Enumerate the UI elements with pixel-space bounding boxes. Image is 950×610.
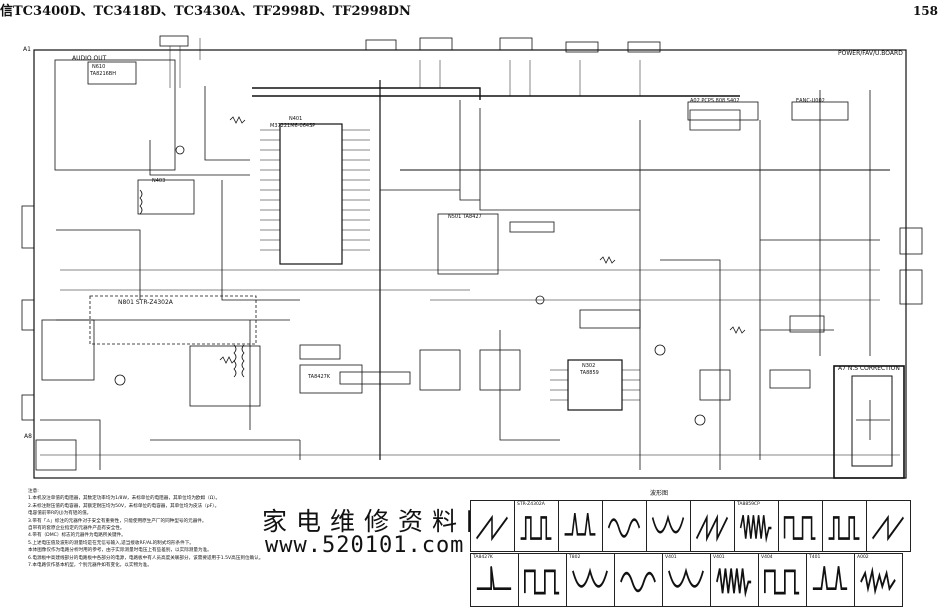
ramp-icon xyxy=(476,514,508,542)
n302-part-label: TA8859 xyxy=(580,370,599,376)
sine-icon xyxy=(607,518,641,538)
waveform-label: V401 xyxy=(713,555,725,560)
waveform-label: TA8859CP xyxy=(737,502,760,507)
a8-label: A8 xyxy=(24,433,32,440)
waveform-cell: A002 xyxy=(854,553,903,607)
waveform-label: V401 xyxy=(665,555,677,560)
waveform-cell: STR-Z4302A xyxy=(514,500,559,552)
waveform-cell xyxy=(822,500,867,552)
waveform-label: V404 xyxy=(761,555,773,560)
micro-ref-label: N401 xyxy=(289,116,303,122)
burst-icon xyxy=(739,514,772,544)
waveform-cell xyxy=(866,500,911,552)
parabola-icon xyxy=(572,567,608,588)
waveform-cell xyxy=(470,500,515,552)
audio-out-label: AUDIO OUT xyxy=(72,55,107,62)
note-line: 4.带有（DMC）标志的元器件为电路所关键件。 xyxy=(28,533,126,539)
waveform-cell xyxy=(778,500,823,552)
board-name-label: POWER/FAV/U.BOARD xyxy=(838,50,903,57)
spike-icon xyxy=(564,512,596,536)
ramp-icon xyxy=(872,514,904,542)
note-line: 5.上述电压值及波形的测量均是在无信号输入,适当接收RF/AL的制式均形条件下。 xyxy=(28,540,194,546)
square-icon xyxy=(783,516,816,540)
waveform-label: A002 xyxy=(857,555,869,560)
waveform-cell xyxy=(602,500,647,552)
waveform-cell xyxy=(558,500,603,552)
waveform-cell: T401 xyxy=(806,553,855,607)
notes-heading: 注意: xyxy=(28,489,39,494)
page-number: 158 xyxy=(912,4,938,18)
pulse-icon xyxy=(520,516,552,540)
ns-correction-title: A7 N.S CORRECTION xyxy=(838,365,900,372)
note-line: 2.未标注耐压值的电容器，其额定耐压均为50V，未标单位的电容器，其单位均为皮法… xyxy=(28,503,220,509)
parabola-icon xyxy=(651,514,685,534)
n403-label: N403 xyxy=(152,178,166,184)
note-line: 1.本机没注单值的电阻器，其数定功率均为1/8W，未标单位的电阻器，其单位均为欧… xyxy=(28,496,221,502)
board-id-label: A1 xyxy=(23,46,31,53)
waveform-cell: T802 xyxy=(566,553,615,607)
site-watermark: 家电维修资料网 xyxy=(262,507,501,536)
waveform-cell xyxy=(690,500,735,552)
waveform-label: T401 xyxy=(809,555,821,560)
a02-label: A02 PCPS.808.S402 xyxy=(690,98,740,104)
note-line: 自带有的套原企业指定的元器件产品有安全性。 xyxy=(28,526,125,532)
note-line: 6.电源板中高建线部分的电路板中各部分的电源，电路板中有人员高度关联部分，该需要… xyxy=(28,555,264,561)
note-line: 电容值前带R的(J)为有铝的值。 xyxy=(28,511,92,517)
waveform-cell xyxy=(646,500,691,552)
waveform-label: T802 xyxy=(569,555,581,560)
square-icon xyxy=(764,569,800,595)
parabola-icon xyxy=(668,567,704,588)
waveform-cell xyxy=(614,553,663,607)
waveform-label: STR-Z4302A xyxy=(517,502,545,507)
vertical-ic-label: TA8427K xyxy=(308,374,331,380)
waveform-cell: V401 xyxy=(662,553,711,607)
audio-ic-ref: N610 xyxy=(92,64,106,70)
waveform-label: TA8427K xyxy=(473,555,493,560)
waveform-cell: TA8859CP xyxy=(734,500,779,552)
n302-label: N302 xyxy=(582,363,596,369)
waveform-cell: TA8427K xyxy=(470,553,519,607)
site-url: www.520101.com xyxy=(265,533,465,558)
vertical-pulse-icon xyxy=(476,566,512,590)
waveform-cell: V404 xyxy=(758,553,807,607)
waveform-cell: V401 xyxy=(710,553,759,607)
waveform-cell xyxy=(518,553,567,607)
note-line: 7.本电路仅作基本机型，个别元器件如有变化，以实物为准。 xyxy=(28,563,152,569)
sine-icon xyxy=(620,571,656,593)
notes-block: 注意: 1.本机没注单值的电阻器，其数定功率均为1/8W，未标单位的电阻器，其单… xyxy=(28,488,448,569)
note-line: 3.带有「⚠」标注的元器件对于安全有重要性，只能使用原生产厂的同种型号的元器件。 xyxy=(28,518,207,524)
waveforms-title: 波形图 xyxy=(650,490,669,497)
note-line: 本体图像仅作为电路分析时用的参考，由于实际测量时电压上有些差别，以实际测量为准。 xyxy=(28,548,212,554)
n501-label: N501 TA8427 xyxy=(448,214,482,220)
sawtooth-icon xyxy=(695,513,729,543)
audio-ic-part: TA8216BH xyxy=(90,71,117,77)
noise-icon xyxy=(860,566,896,596)
square-icon xyxy=(524,569,560,595)
eanc-label: EANC-U002 xyxy=(796,98,825,104)
micro-part-label: M37221M6-064SP xyxy=(270,123,316,129)
page-title: 信TC3400D、TC3418D、TC3430A、TF2998D、TF2998D… xyxy=(0,4,411,19)
power-ic-label: N801 STR-Z4302A xyxy=(118,299,173,306)
spike-icon xyxy=(812,566,848,590)
pulse-icon xyxy=(828,516,860,540)
burst-icon xyxy=(716,568,752,598)
